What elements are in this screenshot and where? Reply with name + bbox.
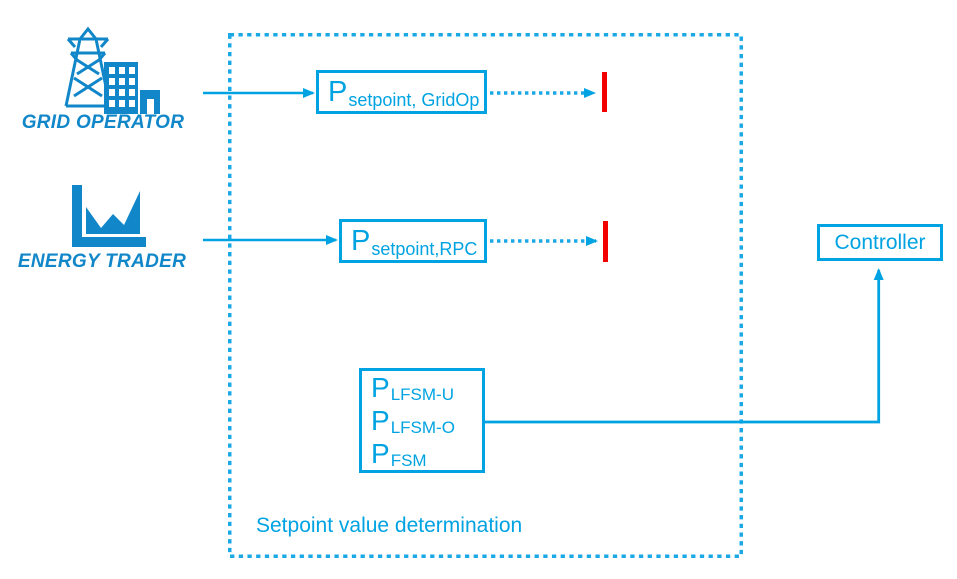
region-caption: Setpoint value determination bbox=[256, 514, 523, 537]
power-mode-subscript: LFSM-U bbox=[390, 385, 454, 404]
power-mode-symbol: P bbox=[371, 371, 390, 403]
energy-trader-icon bbox=[72, 185, 146, 247]
dashed-region-border bbox=[228, 33, 743, 558]
block-setpoint-rpc-subscript: setpoint,RPC bbox=[371, 239, 478, 259]
grid-operator-icon bbox=[64, 26, 160, 114]
power-mode-subscript: LFSM-O bbox=[390, 418, 455, 437]
block-controller: Controller bbox=[817, 224, 943, 261]
power-mode-subscript: FSM bbox=[390, 451, 427, 470]
power-mode-symbol: P bbox=[371, 404, 390, 436]
energy-trader-label: ENERGY TRADER bbox=[17, 251, 187, 272]
power-mode-symbol: P bbox=[371, 437, 390, 469]
block-setpoint-gridop-symbol: P bbox=[328, 75, 348, 108]
block-setpoint-gridop-subscript: setpoint, GridOp bbox=[348, 90, 480, 110]
lfsm-to-controller-connector bbox=[485, 268, 884, 424]
block-setpoint-rpc-symbol: P bbox=[351, 224, 371, 257]
grid-operator-label: GRID OPERATOR bbox=[21, 112, 185, 133]
